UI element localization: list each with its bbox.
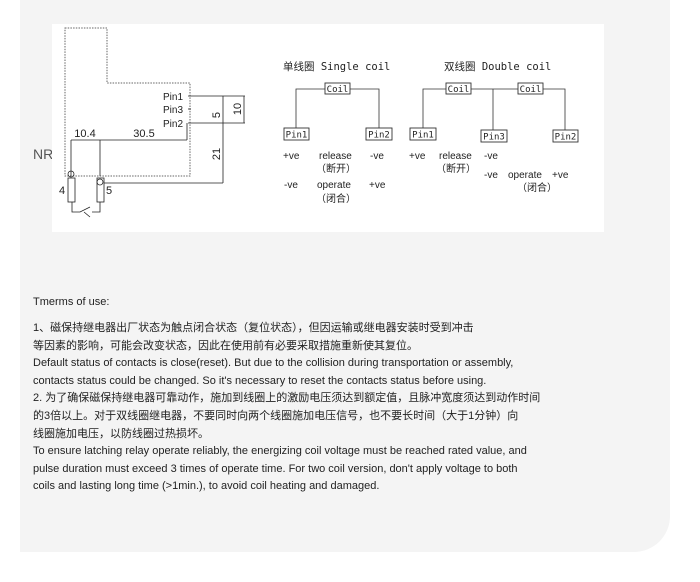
terms-line: 的3倍以上。对于双线圈继电器，不要同时向两个线圈施加电压信号，也不要长时间（大于… [33, 409, 519, 422]
single-coil-title: 单线圈 Single coil [283, 60, 390, 73]
double-coil-title: 双线圈 Double coil [444, 60, 551, 73]
coil-label: Coil [327, 85, 349, 95]
pin3-box: Pin3 [483, 133, 505, 143]
terms-line: contacts status could be changed. So it'… [33, 374, 487, 387]
operate-label: operate [508, 170, 542, 181]
dim-5: 5 [211, 112, 223, 118]
coil-2-label: Coil [520, 85, 542, 95]
release-label: release [439, 151, 472, 162]
operate-pin2: +ve [369, 180, 386, 191]
operate-cn: （闭合） [517, 181, 557, 194]
dim-30-5: 30.5 [133, 128, 154, 140]
terms-line: To ensure latching relay operate reliabl… [33, 445, 527, 458]
operate-pin2: +ve [552, 170, 569, 181]
double-coil-schematic: 双线圈 Double coil Coil Coil Pin1 Pin3 Pin2… [409, 60, 579, 194]
release-cn: （断开） [436, 162, 476, 175]
terms-line: coils and lasting long time (>1min.), to… [33, 480, 380, 493]
pin1-box: Pin1 [286, 131, 308, 141]
terms-of-use: Tmerms of use: 1、磁保持继电器出厂状态为触点闭合状态（复位状态）… [33, 296, 593, 496]
dim-21: 21 [211, 148, 223, 160]
release-pin1: +ve [409, 151, 426, 162]
single-coil-schematic: 单线圈 Single coil Coil Pin1 Pin2 +ve relea… [283, 60, 393, 205]
dim-10-4: 10.4 [74, 128, 95, 140]
wiring-diagram: Pin1 Pin3 Pin2 10.4 30.5 10 5 21 4 5 单线圈… [52, 24, 604, 232]
terms-line: 等因素的影响，可能会改变状态，因此在使用前有必要采取措施重新使其复位。 [33, 339, 418, 352]
terms-title: Tmerms of use: [33, 296, 110, 308]
terminal-4-label: 4 [59, 185, 65, 197]
operate-pin1: -ve [284, 180, 298, 191]
terms-line: 2. 为了确保磁保持继电器可靠动作，施加到线圈上的激励电压须达到额定值，且脉冲宽… [33, 392, 541, 405]
release-pin3: -ve [484, 151, 498, 162]
pin1-box: Pin1 [412, 131, 434, 141]
coil-1-label: Coil [448, 85, 470, 95]
pin2-box: Pin2 [368, 131, 390, 141]
pin2-label: Pin2 [163, 119, 183, 130]
side-label: NR [33, 146, 54, 162]
pin1-label: Pin1 [163, 92, 183, 103]
terms-line: 1、磁保持继电器出厂状态为触点闭合状态（复位状态），但因运输或继电器安装时受到冲… [33, 322, 474, 334]
pin3-label: Pin3 [163, 105, 183, 116]
operate-label: operate [317, 180, 351, 191]
pin2-box: Pin2 [555, 133, 577, 143]
release-pin1: +ve [283, 151, 300, 162]
terms-line: Default status of contacts is close(rese… [33, 357, 514, 370]
release-cn: （断开） [316, 162, 356, 175]
dim-10: 10 [232, 103, 244, 115]
operate-cn: （闭合） [316, 192, 356, 205]
terms-line: pulse duration must exceed 3 times of op… [33, 462, 518, 475]
release-pin2: -ve [370, 151, 384, 162]
terminal-5-label: 5 [106, 185, 112, 197]
operate-pin3: -ve [484, 170, 498, 181]
relay-outline-drawing: Pin1 Pin3 Pin2 10.4 30.5 10 5 21 4 5 [59, 27, 245, 218]
terms-line: 线圈施加电压，以防线圈过热损坏。 [33, 427, 209, 440]
release-label: release [319, 151, 352, 162]
